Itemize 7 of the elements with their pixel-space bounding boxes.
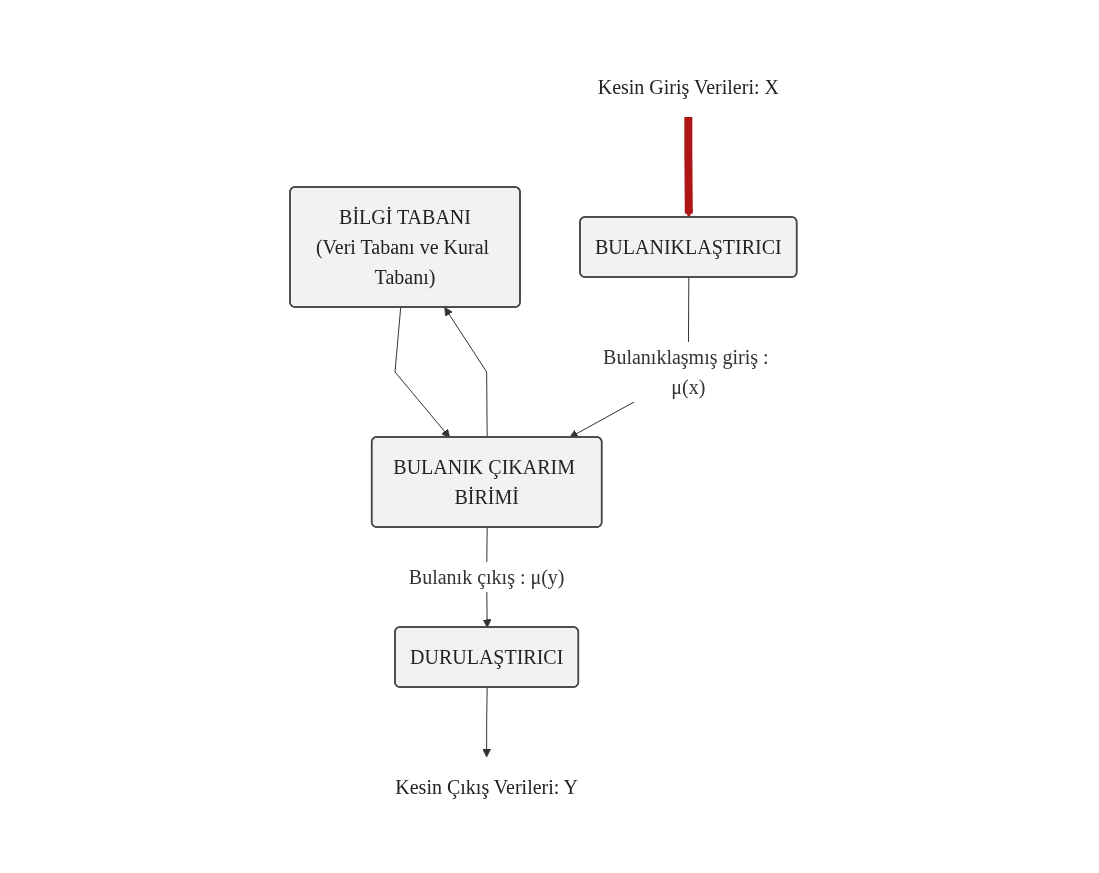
arrow xyxy=(482,686,492,757)
edge-label: Bulanıklaşmış giriş : μ(x) xyxy=(603,345,769,398)
arrow xyxy=(444,306,488,438)
node-text: Kesin Çıkış Verileri: Y xyxy=(395,775,579,798)
node-text: Kesin Giriş Verileri: X xyxy=(597,75,779,98)
arrow xyxy=(394,306,451,438)
edge-label: Bulanık çıkış : μ(y) xyxy=(408,565,565,588)
